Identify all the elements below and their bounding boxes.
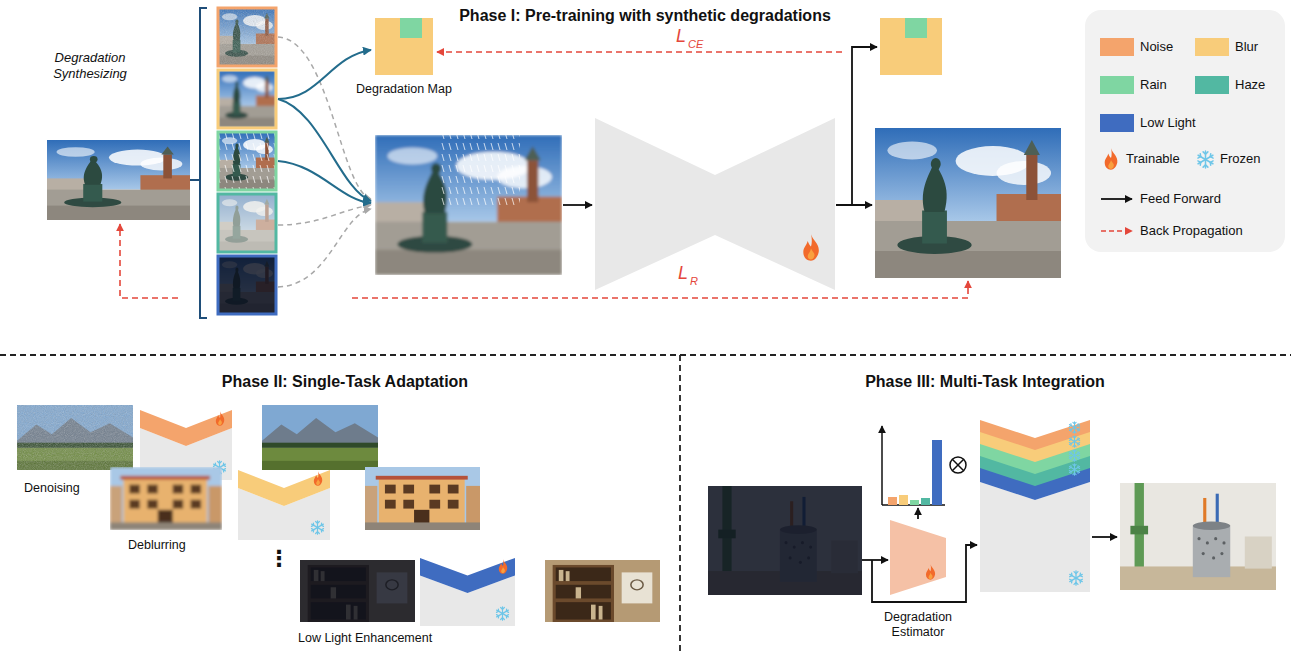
lowlight-row xyxy=(300,558,660,626)
adapter-stack xyxy=(980,420,1090,592)
legend-swatch xyxy=(1100,114,1134,132)
input-image xyxy=(708,486,862,595)
node-text: Degradation Estimator xyxy=(868,610,968,640)
thumbnail-haze xyxy=(218,194,276,252)
thumbnail-noise xyxy=(218,8,276,66)
phase-panel: Phase I: Pre-training with synthetic deg… xyxy=(0,0,1291,352)
separator xyxy=(679,355,681,653)
output-image xyxy=(875,128,1061,278)
legend-text: Rain xyxy=(1140,76,1167,94)
legend-text: Trainable xyxy=(1126,150,1180,168)
loss-subscript: CE xyxy=(688,38,703,51)
node-text: Phase III: Multi-Task Integration xyxy=(685,372,1285,392)
loss-symbol: L xyxy=(678,263,688,283)
synthesis-arrows xyxy=(278,37,371,287)
restored-image xyxy=(1120,483,1276,590)
loss-symbol: L xyxy=(676,26,686,46)
legend-swatch xyxy=(1100,76,1134,94)
thumbnail-blur xyxy=(218,70,276,128)
task-label: Denoising xyxy=(24,481,80,496)
loss-subscript: R xyxy=(690,275,698,288)
node-text: Phase II: Single-Task Adaptation xyxy=(45,372,645,392)
deblurring-row xyxy=(110,467,480,540)
legend-text: Back Propagation xyxy=(1140,222,1243,240)
node-text: Phase I: Pre-training with synthetic deg… xyxy=(345,6,945,26)
legend-text: Haze xyxy=(1235,76,1265,94)
degradation-estimator: Degradation Estimator xyxy=(890,520,946,595)
degradation-map-box: Degradation Map xyxy=(375,18,433,75)
legend-swatch xyxy=(1195,38,1229,56)
legend-text: Low Light xyxy=(1140,114,1196,132)
map-region xyxy=(400,18,422,38)
multiply-symbol xyxy=(950,457,966,473)
separator xyxy=(0,354,1291,356)
thumbnail-lowlight xyxy=(218,256,276,314)
degraded-image xyxy=(375,135,562,275)
predicted-degradation-map xyxy=(880,18,942,75)
loss-arrow xyxy=(352,281,968,298)
clean-image xyxy=(47,140,190,220)
forward-arrow xyxy=(836,204,872,206)
forward-arrow xyxy=(563,204,592,206)
ellipsis: ⋮ xyxy=(268,546,290,572)
bracket xyxy=(190,8,207,318)
legend-swatch xyxy=(1195,76,1229,94)
legend-sample xyxy=(1100,188,1134,210)
legend-text: Feed Forward xyxy=(1140,190,1221,208)
legend-swatch xyxy=(1100,38,1134,56)
legend-text: Blur xyxy=(1235,38,1258,56)
loss-arrow xyxy=(437,51,842,53)
task-label: Deblurring xyxy=(128,538,186,553)
forward-arrow xyxy=(852,47,877,205)
legend-panel xyxy=(1085,10,1285,252)
forward-arrow xyxy=(917,508,919,519)
node-text: Degradation Map xyxy=(335,81,473,97)
forward-arrow xyxy=(1092,536,1117,538)
weight-histogram xyxy=(882,426,945,505)
annotation: Degradation Synthesizing xyxy=(38,50,142,82)
estimator-shape xyxy=(890,520,946,595)
loss-arrow xyxy=(120,224,178,298)
thumbnail-rain xyxy=(218,132,276,190)
legend-text: Frozen xyxy=(1220,150,1260,168)
trainable-icon xyxy=(803,234,819,260)
phase-panel: Phase III: Multi-Task IntegrationDegrada… xyxy=(681,356,1291,653)
forward-arrow xyxy=(862,559,888,561)
legend-sample xyxy=(1100,220,1134,242)
legend-text: Noise xyxy=(1140,38,1173,56)
restoration-network xyxy=(595,118,835,290)
phase-panel: Phase II: Single-Task Adaptation xyxy=(0,356,680,653)
task-label: Low Light Enhancement xyxy=(298,631,432,646)
